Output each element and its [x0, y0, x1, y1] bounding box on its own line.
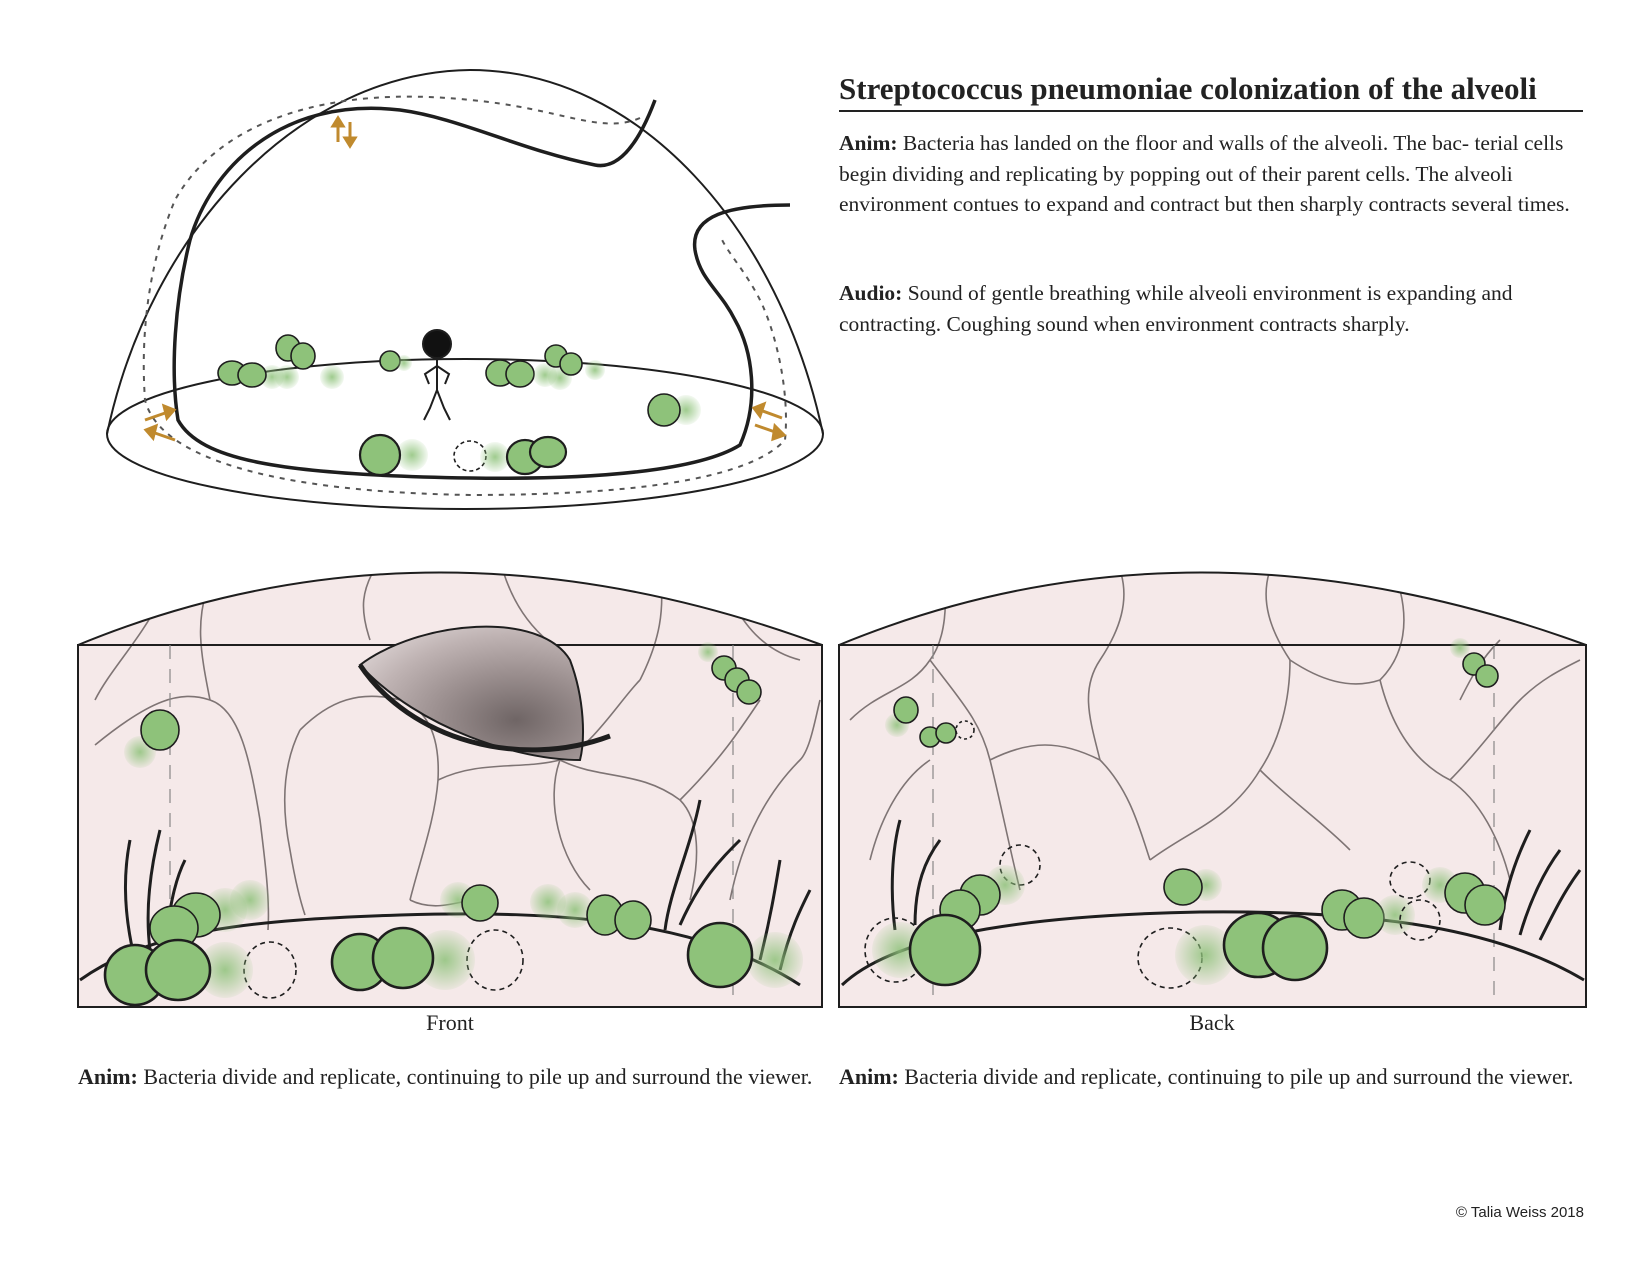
back-caption: Back: [1189, 1010, 1235, 1035]
expansion-arrows: [143, 115, 787, 442]
back-anim-label: Anim:: [839, 1064, 899, 1089]
anim-label: Anim:: [839, 131, 898, 155]
viewer-figure: [422, 329, 452, 421]
top-anim-description: Anim: Bacteria has landed on the floor a…: [839, 128, 1589, 220]
dome-bacteria: [217, 334, 701, 477]
expansion-dashed-line: [142, 95, 787, 497]
back-panel-illustration: [838, 571, 1587, 1008]
front-caption: Front: [426, 1010, 474, 1035]
audio-text: Sound of gentle breathing while alveoli …: [839, 281, 1513, 336]
front-cilia: [123, 799, 812, 971]
back-anim-description: Anim: Bacteria divide and replicate, con…: [839, 1062, 1584, 1093]
back-cilia: [890, 819, 1582, 941]
top-audio-description: Audio: Sound of gentle breathing while a…: [839, 278, 1589, 339]
alveolus-dome-diagram: [106, 68, 824, 510]
mucus-cell: [358, 625, 584, 762]
front-panel-illustration: [77, 571, 823, 1008]
back-anim-text: Bacteria divide and replicate, continuin…: [904, 1064, 1574, 1089]
copyright-notice: © Talia Weiss 2018: [1455, 1204, 1584, 1221]
back-bacteria: [864, 638, 1506, 989]
front-anim-description: Anim: Bacteria divide and replicate, con…: [78, 1062, 823, 1093]
front-anim-text: Bacteria divide and replicate, continuin…: [143, 1064, 813, 1089]
dome-floor-ellipse: [106, 358, 824, 510]
dome-outline: [106, 68, 824, 435]
audio-label: Audio:: [839, 281, 903, 305]
front-anim-label: Anim:: [78, 1064, 138, 1089]
front-bacteria: [103, 642, 803, 1007]
inner-wall-line: [172, 99, 791, 480]
anim-text: Bacteria has landed on the floor and wal…: [839, 131, 1570, 216]
back-cell-network: [849, 572, 1581, 891]
page-title: Streptococcus pneumoniae colonization of…: [839, 70, 1583, 112]
